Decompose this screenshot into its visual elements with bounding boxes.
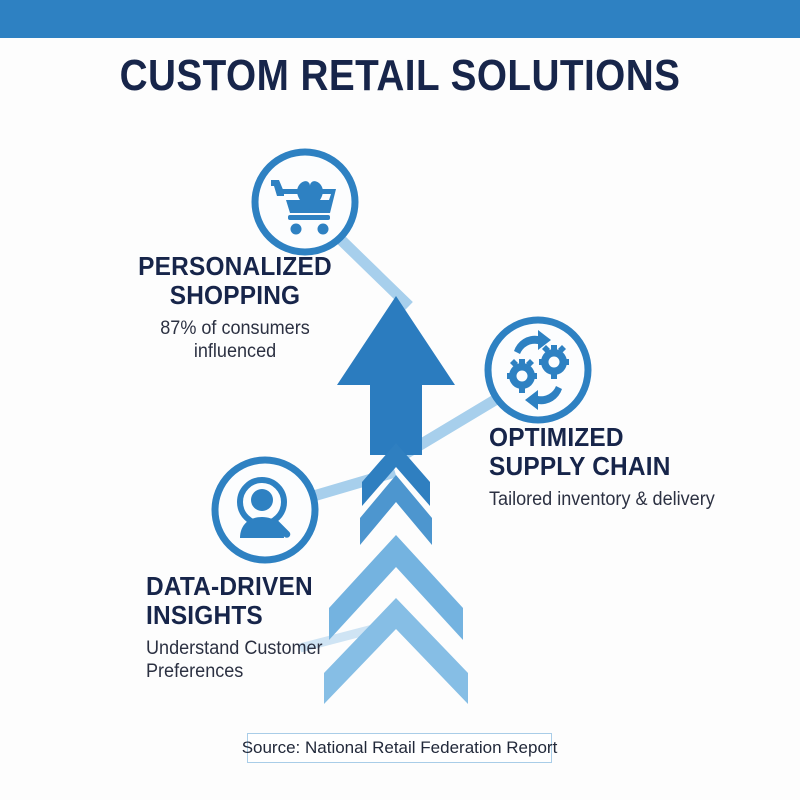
node-personalized-shopping-text: PERSONALIZED SHOPPING 87% of consumers i… [120,251,350,363]
node-optimized-supply-chain-text: OPTIMIZED SUPPLY CHAIN Tailored inventor… [489,422,749,512]
source-box: Source: National Retail Federation Repor… [242,733,557,763]
node-subtitle-personalized: 87% of consumers influenced [160,317,310,362]
node-subtitle-supply-chain: Tailored inventory & delivery [489,488,715,510]
chevron-4 [324,598,468,704]
person-magnifier-icon [237,477,291,538]
central-arrow-group [324,296,468,704]
icon-optimized-supply-chain[interactable] [484,316,592,424]
icon-circle-supply-chain [484,316,592,424]
chevron-2 [360,475,432,545]
chevron-1 [362,443,430,506]
icon-data-driven-insights[interactable] [211,456,319,564]
node-data-driven-insights-text: DATA-DRIVEN INSIGHTS Understand Customer… [146,571,386,683]
node-title-insights: DATA-DRIVEN INSIGHTS [146,571,313,631]
top-accent-bar [0,0,800,38]
node-title-supply-chain: OPTIMIZED SUPPLY CHAIN [489,422,671,482]
connector-personalized [330,229,413,310]
source-label: Source: National Retail Federation Repor… [241,738,558,757]
icon-personalized-shopping[interactable] [251,148,359,256]
chevron-3 [329,535,463,640]
main-up-arrow [337,296,455,455]
page-title: CUSTOM RETAIL SOLUTIONS [119,51,681,100]
gears-cycle-icon [507,330,569,410]
shopping-cart-heart-icon [271,180,336,235]
node-subtitle-insights: Understand Customer Preferences [146,637,323,682]
node-title-personalized: PERSONALIZED SHOPPING [138,251,332,311]
